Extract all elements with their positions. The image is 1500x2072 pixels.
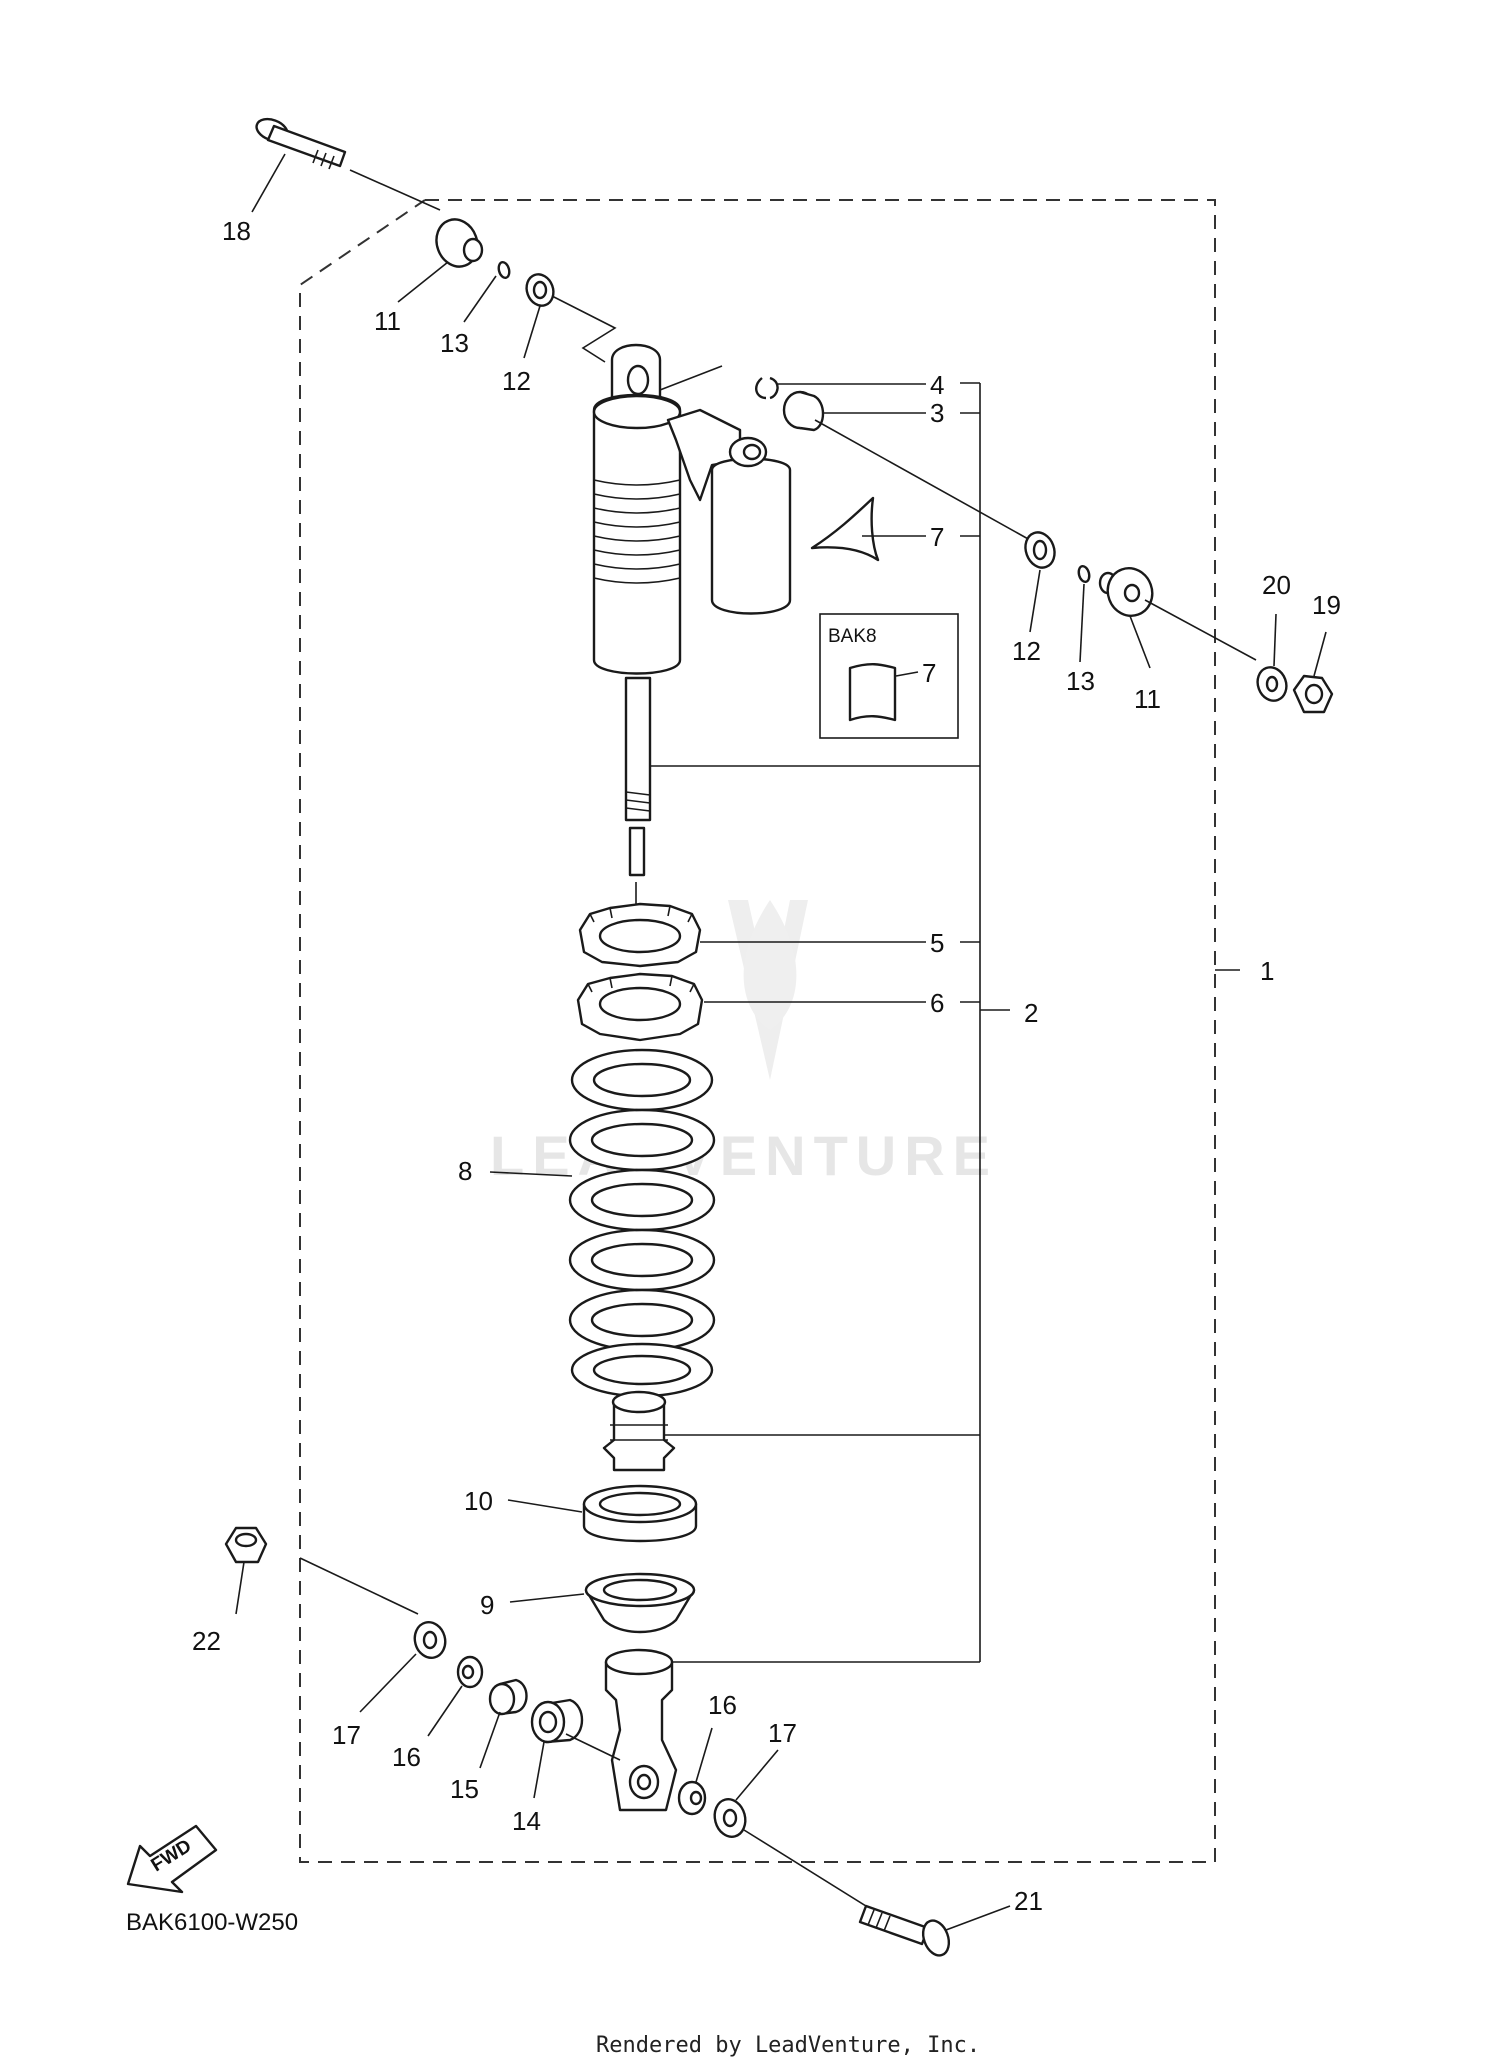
inset-bak8: BAK8 bbox=[819, 613, 959, 739]
spring-seat-9 bbox=[584, 1572, 696, 1634]
bearing-14 bbox=[530, 1698, 584, 1744]
nut-19 bbox=[1292, 674, 1334, 714]
callout-numbers: 18 11 13 12 4 3 7 7 12 13 11 20 19 5 6 2… bbox=[192, 216, 1341, 1916]
spring-8 bbox=[568, 1048, 716, 1398]
callout-leaders bbox=[235, 153, 1327, 1931]
callout-1: 1 bbox=[1260, 956, 1274, 986]
o-ring-13-right bbox=[1077, 564, 1091, 584]
callout-11-top: 11 bbox=[374, 306, 401, 336]
lower-clevis bbox=[604, 1648, 678, 1812]
callout-22: 22 bbox=[192, 1626, 221, 1656]
callout-6: 6 bbox=[930, 988, 944, 1018]
fwd-arrow-icon: FWD bbox=[126, 1824, 218, 1894]
callout-21: 21 bbox=[1014, 1886, 1043, 1916]
watermark-text: LEADVENTURE bbox=[490, 1124, 998, 1187]
group-bracket-lines bbox=[650, 382, 1240, 1663]
lock-ring-6 bbox=[576, 972, 704, 1042]
shock-absorber-body bbox=[592, 343, 792, 822]
bolt-18 bbox=[255, 117, 347, 170]
callout-20: 20 bbox=[1262, 570, 1291, 600]
callout-2: 2 bbox=[1024, 998, 1038, 1028]
callout-12-top: 12 bbox=[502, 366, 531, 396]
rod-pin bbox=[628, 826, 646, 877]
spring-guide-10 bbox=[582, 1484, 698, 1543]
callout-7-inset: 7 bbox=[922, 658, 936, 688]
washer-12-right bbox=[1024, 531, 1056, 569]
callout-16-right: 16 bbox=[708, 1690, 737, 1720]
callout-17-right: 17 bbox=[768, 1718, 797, 1748]
circlip-4 bbox=[755, 376, 779, 400]
callout-18: 18 bbox=[222, 216, 251, 246]
label-7 bbox=[810, 496, 880, 562]
collar-11-top bbox=[435, 218, 484, 268]
bolt-21 bbox=[858, 1904, 951, 1957]
washer-17-right bbox=[713, 1798, 747, 1838]
washer-20 bbox=[1256, 666, 1288, 702]
washer-17-left bbox=[413, 1620, 447, 1660]
inset-label: BAK8 bbox=[828, 626, 877, 647]
callout-4: 4 bbox=[930, 370, 944, 400]
footer-credit: Rendered by LeadVenture, Inc. bbox=[596, 2033, 980, 2058]
callout-17-left: 17 bbox=[332, 1720, 361, 1750]
callout-14: 14 bbox=[512, 1806, 541, 1836]
nut-22 bbox=[224, 1526, 268, 1564]
callout-11-right: 11 bbox=[1134, 684, 1161, 714]
callout-5: 5 bbox=[930, 928, 944, 958]
watermark: LEADVENTURE bbox=[490, 900, 998, 1187]
washer-12-top bbox=[525, 273, 555, 307]
bearing-3 bbox=[782, 390, 825, 432]
collar-16-right bbox=[677, 1780, 707, 1816]
callout-16-left: 16 bbox=[392, 1742, 421, 1772]
callout-12-right: 12 bbox=[1012, 636, 1041, 666]
callout-3: 3 bbox=[930, 398, 944, 428]
o-ring-13-top bbox=[497, 260, 511, 280]
adjuster-ring-5 bbox=[578, 902, 702, 968]
callout-7: 7 bbox=[930, 522, 944, 552]
collar-16-left bbox=[456, 1655, 484, 1689]
callout-9: 9 bbox=[480, 1590, 494, 1620]
callout-15: 15 bbox=[450, 1774, 479, 1804]
callout-19: 19 bbox=[1312, 590, 1341, 620]
callout-13-right: 13 bbox=[1066, 666, 1095, 696]
callout-13-top: 13 bbox=[440, 328, 469, 358]
callout-10: 10 bbox=[464, 1486, 493, 1516]
bump-stop bbox=[602, 1390, 676, 1472]
callout-8: 8 bbox=[458, 1156, 472, 1186]
collar-11-right bbox=[1098, 567, 1154, 617]
diagram-code: BAK6100-W250 bbox=[126, 1909, 298, 1936]
bushing-15 bbox=[488, 1678, 528, 1716]
assembly-boundary bbox=[299, 199, 1216, 1863]
